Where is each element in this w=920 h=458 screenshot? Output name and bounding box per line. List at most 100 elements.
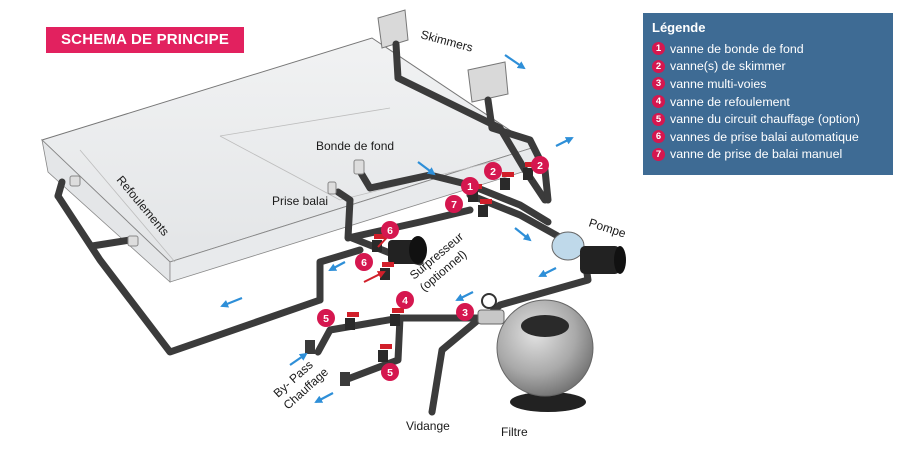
pool-slope-line bbox=[219, 135, 341, 201]
pipe-vidange bbox=[428, 316, 482, 416]
bonde-de-fond-grate bbox=[353, 159, 365, 175]
bypass-outlet bbox=[305, 340, 315, 354]
flow-arrow bbox=[289, 352, 308, 366]
pipe-refoulement-nozzle bbox=[54, 178, 66, 200]
label-pompe: Pompe bbox=[587, 216, 628, 241]
fittings bbox=[69, 159, 365, 386]
badge-4: 4 bbox=[396, 291, 414, 309]
valve-handle bbox=[380, 262, 394, 280]
filter-base bbox=[510, 392, 586, 412]
badge-7: 7 bbox=[445, 195, 463, 213]
badge-number: 3 bbox=[462, 307, 468, 319]
badge-number: 2 bbox=[537, 160, 543, 172]
legend-label: vanne de prise de balai manuel bbox=[670, 147, 843, 162]
badge-number: 6 bbox=[387, 225, 393, 237]
legend-label: vanne multi-voies bbox=[670, 76, 767, 91]
flow-arrow bbox=[328, 261, 346, 271]
legend-number: 1 bbox=[652, 42, 665, 56]
legend-item: 6 vannes de prise balai automatique bbox=[652, 128, 885, 146]
sand-filter bbox=[477, 293, 594, 412]
legend-label: vanne(s) de skimmer bbox=[670, 59, 786, 74]
badge-number: 7 bbox=[451, 199, 457, 211]
legend-item: 4 vanne de refoulement bbox=[652, 93, 885, 111]
legend-number: 2 bbox=[652, 59, 665, 73]
flow-arrow bbox=[538, 267, 557, 277]
flow-arrow bbox=[417, 161, 436, 176]
pipe-chauffage bbox=[341, 314, 404, 384]
pump-motor bbox=[580, 246, 620, 274]
badge-5: 5 bbox=[381, 363, 399, 381]
label-bonde-de-fond: Bonde de fond bbox=[316, 139, 394, 153]
pipe-refoulement-branch bbox=[88, 236, 134, 250]
legend-label: vannes de prise balai automatique bbox=[670, 129, 859, 144]
number-badges: 1 2 2 7 6 6 4 3 5 5 bbox=[317, 156, 549, 381]
flow-arrow-red bbox=[363, 271, 386, 283]
badge-5: 5 bbox=[317, 309, 335, 327]
badge-number: 5 bbox=[323, 313, 329, 325]
surpresseur-motor bbox=[409, 236, 427, 264]
legend-number: 6 bbox=[652, 130, 665, 144]
legend-number: 4 bbox=[652, 95, 665, 109]
legend-label: vanne de refoulement bbox=[670, 94, 790, 109]
pipe-bonde-de-fond bbox=[354, 164, 552, 226]
flow-arrow bbox=[504, 54, 526, 70]
label-vidange: Vidange bbox=[406, 419, 450, 433]
badge-6: 6 bbox=[381, 221, 399, 239]
valve-handle bbox=[500, 172, 514, 190]
legend-item: 2 vanne(s) de skimmer bbox=[652, 58, 885, 76]
pipe-return-main bbox=[314, 314, 502, 356]
badge-3: 3 bbox=[456, 303, 474, 321]
diagram-title: SCHEMA DE PRINCIPE bbox=[46, 27, 244, 53]
badge-6: 6 bbox=[355, 253, 373, 271]
valve-handle bbox=[345, 312, 359, 330]
flow-arrow bbox=[314, 392, 334, 403]
flow-arrow bbox=[514, 227, 532, 242]
filter-lid bbox=[521, 315, 569, 337]
filter-tank bbox=[496, 299, 594, 397]
pressure-gauge-icon bbox=[481, 293, 497, 309]
badge-number: 1 bbox=[467, 181, 473, 193]
valve-handle bbox=[390, 308, 404, 326]
flow-arrows bbox=[220, 54, 574, 403]
valve-handle bbox=[372, 234, 386, 252]
chauffage-outlet bbox=[340, 372, 350, 386]
valve-handle bbox=[378, 344, 392, 362]
legend-number: 3 bbox=[652, 77, 665, 91]
pipe-refoulement-loop bbox=[54, 192, 324, 356]
refoulement-nozzle bbox=[127, 235, 139, 247]
legend-item: 1 vanne de bonde de fond bbox=[652, 40, 885, 58]
legend-number: 5 bbox=[652, 112, 665, 126]
flow-arrow bbox=[555, 137, 574, 147]
legend-label: vanne du circuit chauffage (option) bbox=[670, 112, 860, 127]
refoulement-nozzle bbox=[69, 175, 81, 187]
legend-item: 5 vanne du circuit chauffage (option) bbox=[652, 110, 885, 128]
surpresseur bbox=[388, 236, 427, 264]
pump-fan-cover bbox=[614, 246, 626, 274]
badge-number: 2 bbox=[490, 166, 496, 178]
pump-prefilter bbox=[551, 231, 585, 261]
valve-handle bbox=[523, 162, 537, 180]
badge-2: 2 bbox=[531, 156, 549, 174]
pool-slope-line bbox=[219, 107, 391, 137]
skimmer-boxes bbox=[377, 9, 509, 103]
pump bbox=[551, 231, 626, 274]
badge-number: 4 bbox=[402, 295, 408, 307]
label-filtre: Filtre bbox=[501, 425, 528, 439]
flow-arrow bbox=[220, 296, 243, 308]
pool-inner-edge bbox=[79, 149, 176, 263]
legend-number: 7 bbox=[652, 147, 665, 161]
label-skimmers: Skimmers bbox=[419, 27, 474, 54]
prise-balai-nozzle bbox=[327, 181, 337, 195]
pipe-surpresseur-return bbox=[316, 246, 364, 304]
pipe-skimmer-2 bbox=[484, 96, 552, 204]
label-prise-balai: Prise balai bbox=[272, 194, 328, 208]
legend-item: 3 vanne multi-voies bbox=[652, 75, 885, 93]
valve-handle bbox=[478, 199, 492, 217]
badge-number: 5 bbox=[387, 367, 393, 379]
legend-item: 7 vanne de prise de balai manuel bbox=[652, 146, 885, 164]
legend-label: vanne de bonde de fond bbox=[670, 41, 804, 56]
skimmer-box bbox=[467, 61, 509, 103]
badge-1: 1 bbox=[461, 177, 479, 195]
flow-arrow bbox=[455, 291, 474, 301]
